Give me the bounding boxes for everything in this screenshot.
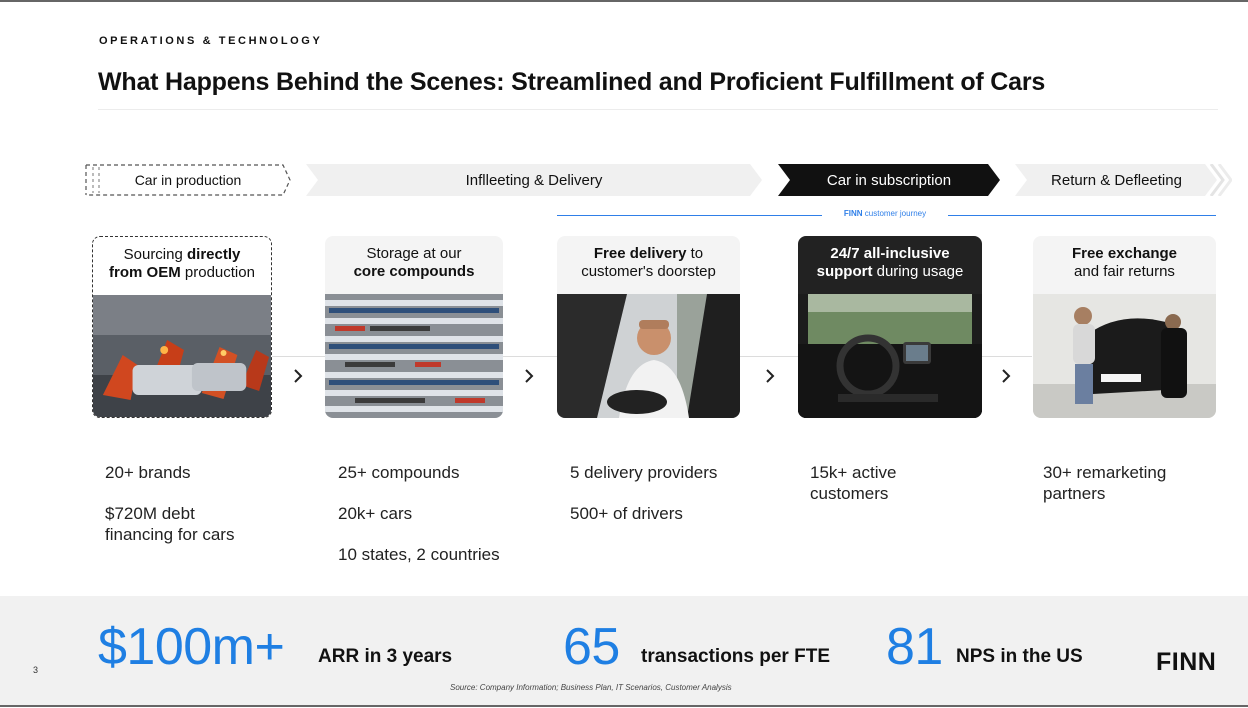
journey-text: customer journey xyxy=(864,209,927,218)
card-heading: Storage at our core compounds xyxy=(353,245,475,280)
phase-arrow-shape xyxy=(85,164,291,196)
phase-car-in-subscription: Car in subscription xyxy=(778,164,1000,196)
finn-logo: FINN xyxy=(1156,648,1217,676)
car-interior-image xyxy=(798,294,982,418)
stat-value-arr: $100m+ xyxy=(98,618,285,676)
car-parking-lot-image xyxy=(325,294,503,418)
card-heading: 24/7 all-inclusive support during usage xyxy=(816,245,964,280)
fact-item: 30+ remarketing partners xyxy=(1043,463,1167,503)
fact-item: 25+ compounds xyxy=(338,463,460,482)
stat-label-transactions: transactions per FTE xyxy=(641,646,830,667)
card-sourcing: Sourcing directly from OEM production xyxy=(92,236,272,418)
phase-label: Inflleeting & Delivery xyxy=(465,171,603,189)
fact-item: 10 states, 2 countries xyxy=(338,545,500,564)
card-heading: Sourcing directly from OEM production xyxy=(109,246,255,281)
driver-in-car-image xyxy=(557,294,740,418)
phase-car-in-production: Car in production xyxy=(85,164,291,196)
fact-item: $720M debt financing for cars xyxy=(105,504,235,544)
facts-storage: 25+ compounds 20k+ cars 10 states, 2 cou… xyxy=(338,462,538,585)
chevron-right-icon xyxy=(766,369,775,383)
fact-item: 5 delivery providers xyxy=(570,463,718,482)
page-number: 3 xyxy=(33,665,39,675)
chevron-right-icon xyxy=(525,369,534,383)
page-title: What Happens Behind the Scenes: Streamli… xyxy=(98,68,1046,96)
stat-value-transactions: 65 xyxy=(563,618,620,676)
journey-line-right xyxy=(948,215,1216,216)
card-support: 24/7 all-inclusive support during usage xyxy=(798,236,982,418)
card-delivery: Free delivery to customer's doorstep xyxy=(557,236,740,418)
phase-label: Car in subscription xyxy=(826,171,952,189)
source-note: Source: Company Information; Business Pl… xyxy=(450,683,732,692)
stat-label-arr: ARR in 3 years xyxy=(318,646,453,667)
fact-item: 500+ of drivers xyxy=(570,504,683,523)
bottom-border xyxy=(0,705,1248,707)
top-border xyxy=(0,0,1248,2)
fact-item: 15k+ active customers xyxy=(810,463,897,503)
fact-item: 20+ brands xyxy=(105,463,191,482)
card-heading: Free delivery to customer's doorstep xyxy=(581,245,716,280)
stat-label-nps: NPS in the US xyxy=(956,646,1083,667)
facts-sourcing: 20+ brands $720M debt financing for cars xyxy=(105,462,295,565)
chevron-right-icon xyxy=(1002,369,1011,383)
card-exchange: Free exchange and fair returns xyxy=(1033,236,1216,418)
section-label: OPERATIONS & TECHNOLOGY xyxy=(99,35,323,47)
journey-brand: FINN xyxy=(843,209,863,218)
factory-robots-image xyxy=(93,295,271,417)
journey-label: FINN customer journey xyxy=(826,209,944,218)
car-inspection-image xyxy=(1033,294,1216,418)
phase-arrow-shape xyxy=(306,164,762,196)
stats-band xyxy=(0,596,1248,705)
phase-infleeting-delivery: Inflleeting & Delivery xyxy=(306,164,762,196)
card-storage: Storage at our core compounds xyxy=(325,236,503,418)
facts-support: 15k+ active customers xyxy=(810,462,920,524)
phase-arrow-shape xyxy=(778,164,1000,196)
journey-line-left xyxy=(557,215,822,216)
chevron-right-icon xyxy=(294,369,303,383)
fact-item: 20k+ cars xyxy=(338,504,413,523)
facts-exchange: 30+ remarketing partners xyxy=(1043,462,1193,524)
card-heading: Free exchange and fair returns xyxy=(1071,245,1178,280)
title-divider xyxy=(98,109,1218,110)
stat-value-nps: 81 xyxy=(886,618,943,676)
phase-label: Return & Defleeting xyxy=(1051,171,1182,189)
phase-arrow-shape xyxy=(1015,164,1232,196)
phase-return-defleeting: Return & Defleeting xyxy=(1015,164,1232,196)
facts-delivery: 5 delivery providers 500+ of drivers xyxy=(570,462,770,544)
phase-label: Car in production xyxy=(134,172,242,188)
